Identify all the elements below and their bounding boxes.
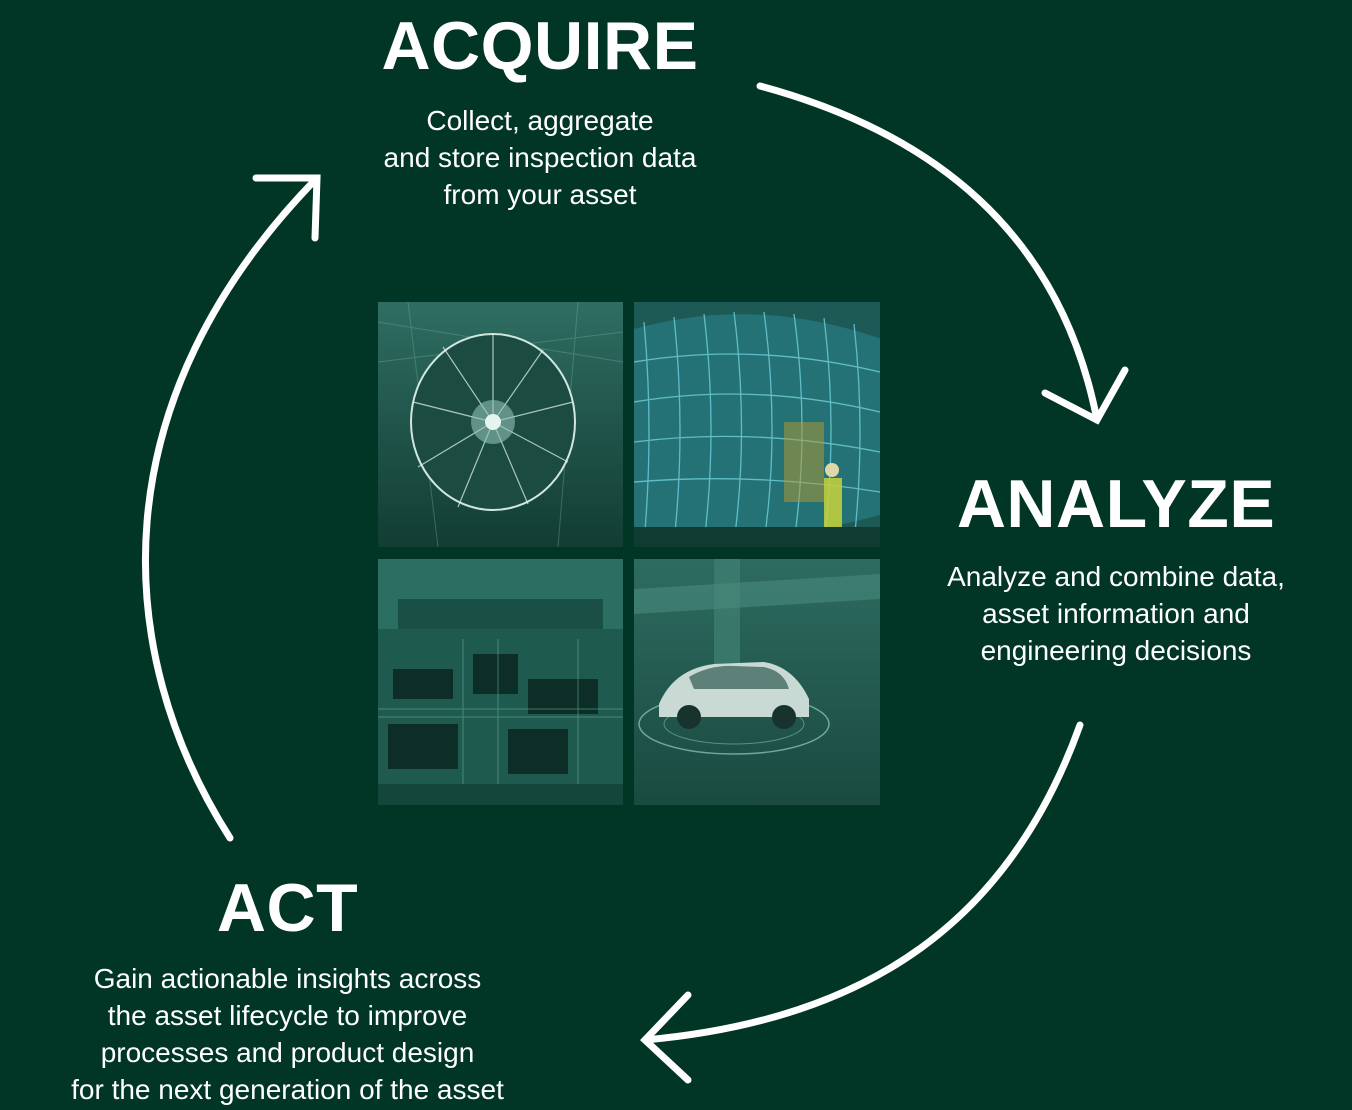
stage-analyze-title: ANALYZE (956, 466, 1276, 542)
stage-acquire-title: ACQUIRE (381, 8, 699, 84)
stage-analyze-description: Analyze and combine data, asset informat… (947, 561, 1285, 666)
arrow-head-act (640, 991, 692, 1084)
car-scan-image (634, 559, 880, 805)
stage-acquire: ACQUIRE Collect, aggregate and store ins… (310, 12, 770, 213)
arrow-head-analyze (1041, 366, 1129, 425)
stage-act-title: ACT (216, 870, 359, 946)
circuit-board-image (378, 559, 623, 805)
arrow-acquire-to-analyze (756, 82, 1101, 424)
arrow-head-acquire (252, 174, 321, 242)
aircraft-fuselage-image (634, 302, 880, 547)
arrow-act-to-acquire (142, 174, 321, 842)
arrow-analyze-to-act (641, 721, 1084, 1044)
stage-act: ACT Gain actionable insights across the … (0, 874, 575, 1108)
stage-analyze: ANALYZE Analyze and combine data, asset … (880, 470, 1352, 669)
stage-act-description: Gain actionable insights across the asse… (71, 963, 504, 1105)
airplane-engine-image (378, 302, 623, 547)
stage-acquire-description: Collect, aggregate and store inspection … (383, 105, 697, 210)
